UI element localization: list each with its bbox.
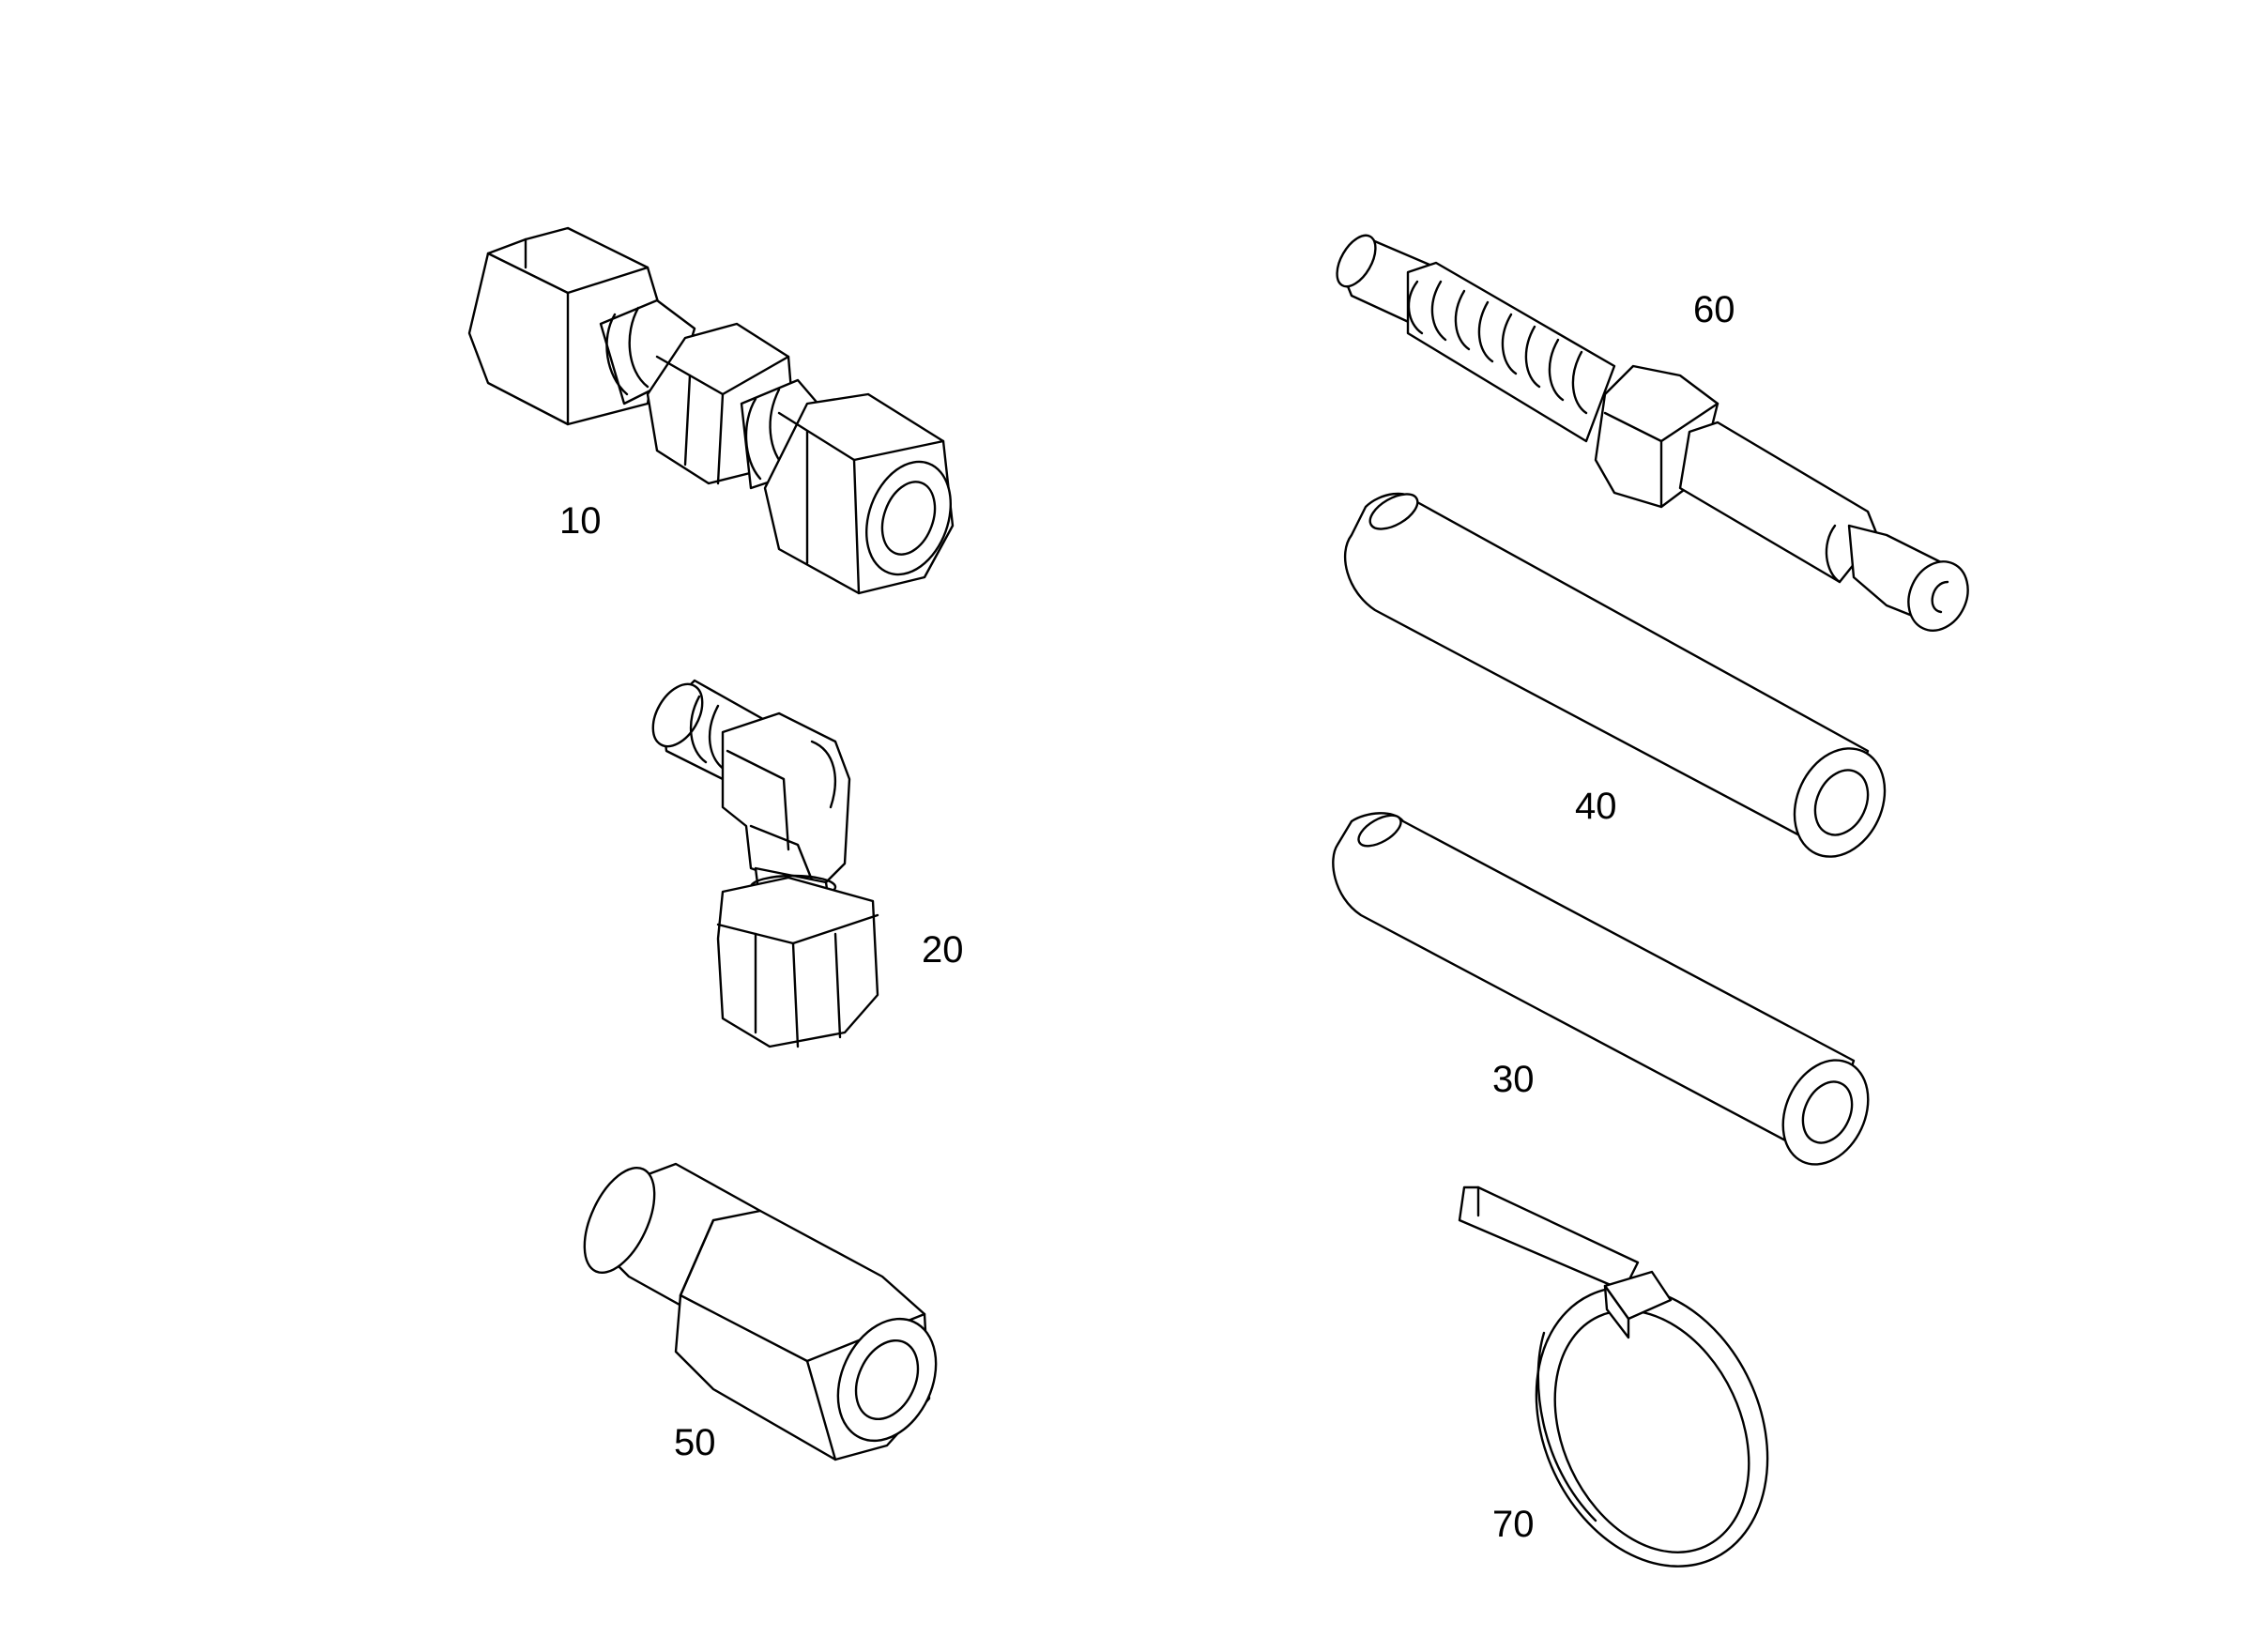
callout-30: 30: [1492, 1059, 1535, 1100]
part-40-hose: [1344, 492, 1887, 858]
callout-50: 50: [674, 1422, 716, 1463]
callout-60: 60: [1693, 289, 1735, 330]
callout-40: 40: [1575, 786, 1617, 827]
callout-70: 70: [1492, 1504, 1535, 1545]
part-50-coupling: [583, 1162, 938, 1461]
callout-20: 20: [922, 929, 964, 971]
part-60-hose-fitting: [1336, 234, 1969, 632]
part-10-union-connector: [467, 226, 955, 595]
part-20-elbow-fitting: [651, 679, 879, 1048]
part-30-hose: [1332, 812, 1870, 1166]
part-70-cable-tie: [1458, 1185, 1769, 1568]
callout-10: 10: [559, 500, 602, 542]
